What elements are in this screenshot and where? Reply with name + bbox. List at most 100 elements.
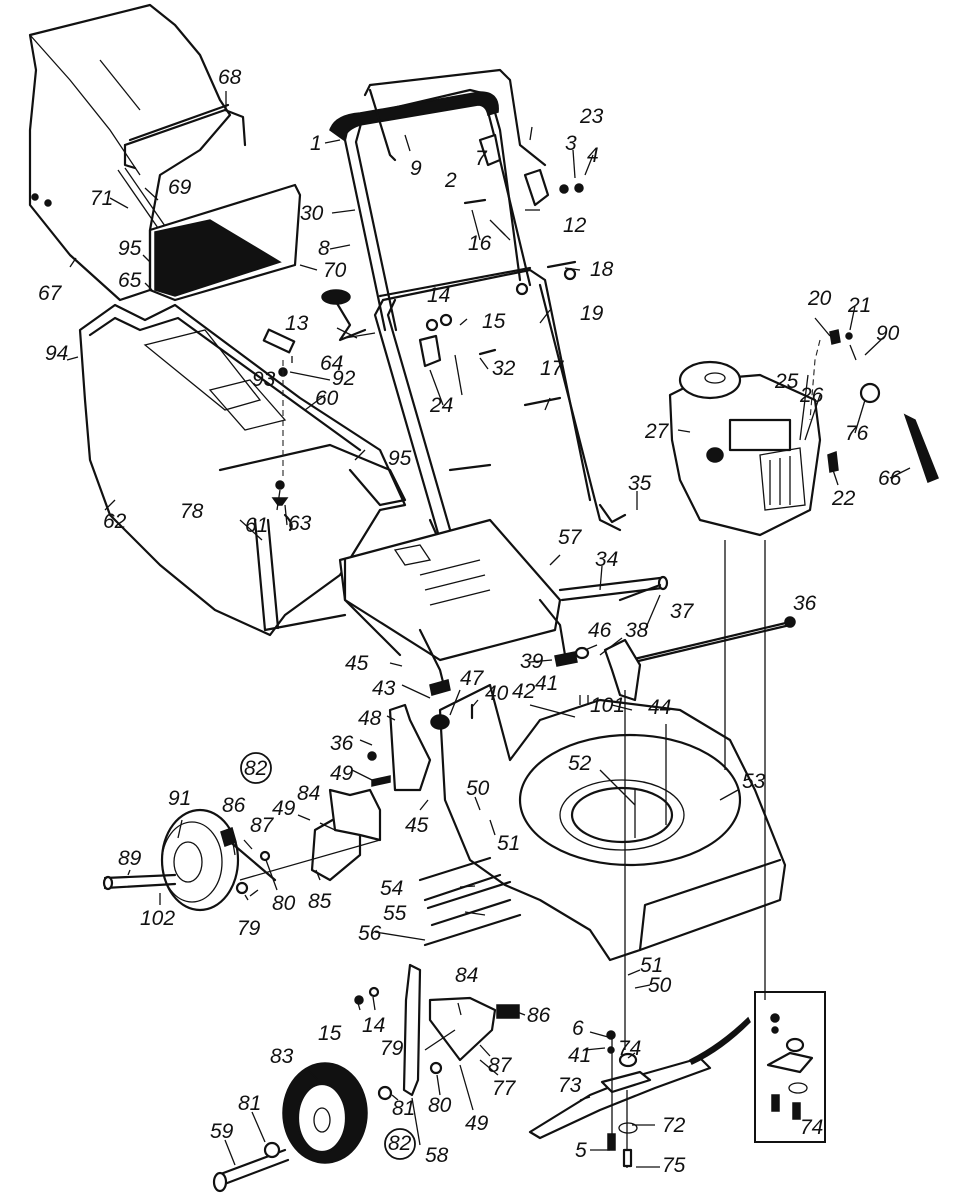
callout-95b: 95 [388, 447, 412, 470]
handle-controls [418, 133, 584, 472]
callout-2: 2 [444, 169, 457, 192]
engine-small-parts [809, 329, 939, 483]
callout-1: 1 [310, 132, 322, 155]
callout-40: 40 [485, 682, 509, 705]
callout-22: 22 [831, 487, 856, 510]
callout-27: 27 [644, 420, 670, 443]
callout-81: 81 [238, 1092, 261, 1115]
callout-77: 77 [492, 1077, 517, 1100]
callout-87: 87 [488, 1054, 513, 1077]
leader-lines [66, 91, 911, 1168]
callout-8: 8 [318, 237, 330, 260]
callout-82: 82 [244, 757, 268, 780]
upper-handle [329, 68, 547, 332]
inset-detail-box [754, 991, 826, 1143]
callout-7: 7 [475, 147, 488, 170]
callout-59: 59 [210, 1120, 234, 1143]
rear-wheel-assembly [212, 963, 520, 1193]
callout-69: 69 [168, 176, 192, 199]
callout-63: 63 [288, 512, 312, 535]
callout-84: 84 [455, 964, 478, 987]
callout-72: 72 [662, 1114, 686, 1137]
callout-3: 3 [565, 132, 577, 155]
callout-41: 41 [535, 672, 558, 695]
callout-5: 5 [575, 1139, 587, 1162]
callout-45b: 45 [405, 814, 429, 837]
callout-56: 56 [358, 922, 382, 945]
callout-21: 21 [847, 294, 871, 317]
callout-6: 6 [572, 1017, 584, 1040]
callout-75: 75 [662, 1154, 686, 1177]
callout-37: 37 [670, 600, 695, 623]
callout-91: 91 [168, 787, 191, 810]
bag-lower-housing [78, 303, 407, 637]
callout-55: 55 [383, 902, 407, 925]
callout-52: 52 [568, 752, 592, 775]
callout-38: 38 [625, 619, 649, 642]
callout-23: 23 [579, 105, 604, 128]
rear-axle-parts [554, 575, 796, 702]
callout-73: 73 [558, 1074, 582, 1097]
callout-86b: 86 [222, 794, 246, 817]
callout-84b: 84 [297, 782, 320, 805]
callout-95: 95 [118, 237, 142, 260]
callout-68: 68 [218, 66, 242, 89]
callout-57: 57 [558, 526, 583, 549]
height-adjust-plates [367, 679, 474, 792]
blade-assembly [528, 1016, 751, 1168]
callout-35: 35 [628, 472, 652, 495]
callout-74: 74 [618, 1037, 641, 1060]
callout-51: 51 [497, 832, 520, 855]
callout-34: 34 [595, 548, 618, 571]
mower-deck [438, 683, 787, 1050]
callout-14: 14 [427, 284, 450, 307]
circled-reference-82b [384, 1128, 416, 1160]
callout-13: 13 [285, 312, 309, 335]
callout-50: 50 [466, 777, 490, 800]
callout-51b: 51 [640, 954, 663, 977]
callout-67: 67 [38, 282, 63, 305]
callout-labels: 68 71 69 95 65 67 70 1 9 30 8 23 7 3 4 2… [38, 66, 902, 1177]
callout-66: 66 [878, 467, 902, 490]
callout-101: 101 [590, 694, 625, 717]
callout-102: 102 [140, 907, 175, 930]
callout-53: 53 [742, 770, 766, 793]
callout-49b: 49 [272, 797, 296, 820]
callout-48: 48 [358, 707, 382, 730]
callout-14b: 14 [362, 1014, 385, 1037]
callout-54: 54 [380, 877, 403, 900]
callout-17: 17 [540, 357, 565, 380]
callout-83: 83 [270, 1045, 294, 1068]
callout-9: 9 [410, 157, 422, 180]
callout-79b: 79 [237, 917, 261, 940]
callout-94: 94 [45, 342, 68, 365]
callout-12: 12 [563, 214, 587, 237]
callout-90: 90 [876, 322, 900, 345]
callout-18: 18 [590, 258, 614, 281]
callout-70: 70 [323, 259, 347, 282]
callout-71: 71 [90, 187, 113, 210]
callout-44: 44 [648, 696, 671, 719]
callout-89: 89 [118, 847, 142, 870]
callout-30: 30 [300, 202, 324, 225]
callout-82b: 82 [388, 1132, 412, 1155]
callout-76: 76 [845, 422, 869, 445]
callout-65: 65 [118, 269, 142, 292]
callout-78: 78 [180, 500, 204, 523]
bag-frame [117, 167, 302, 302]
callout-85: 85 [308, 890, 332, 913]
callout-47: 47 [460, 667, 485, 690]
callout-4: 4 [587, 144, 599, 167]
callout-42: 42 [512, 680, 536, 703]
callout-60: 60 [315, 387, 339, 410]
callout-58: 58 [425, 1144, 449, 1167]
callout-20: 20 [807, 287, 832, 310]
callout-32: 32 [492, 357, 516, 380]
callout-49c: 49 [465, 1112, 489, 1135]
callout-49: 49 [330, 762, 354, 785]
callout-62: 62 [103, 510, 127, 533]
callout-92: 92 [332, 367, 356, 390]
latch-parts [262, 328, 296, 532]
callout-26: 26 [799, 384, 824, 407]
